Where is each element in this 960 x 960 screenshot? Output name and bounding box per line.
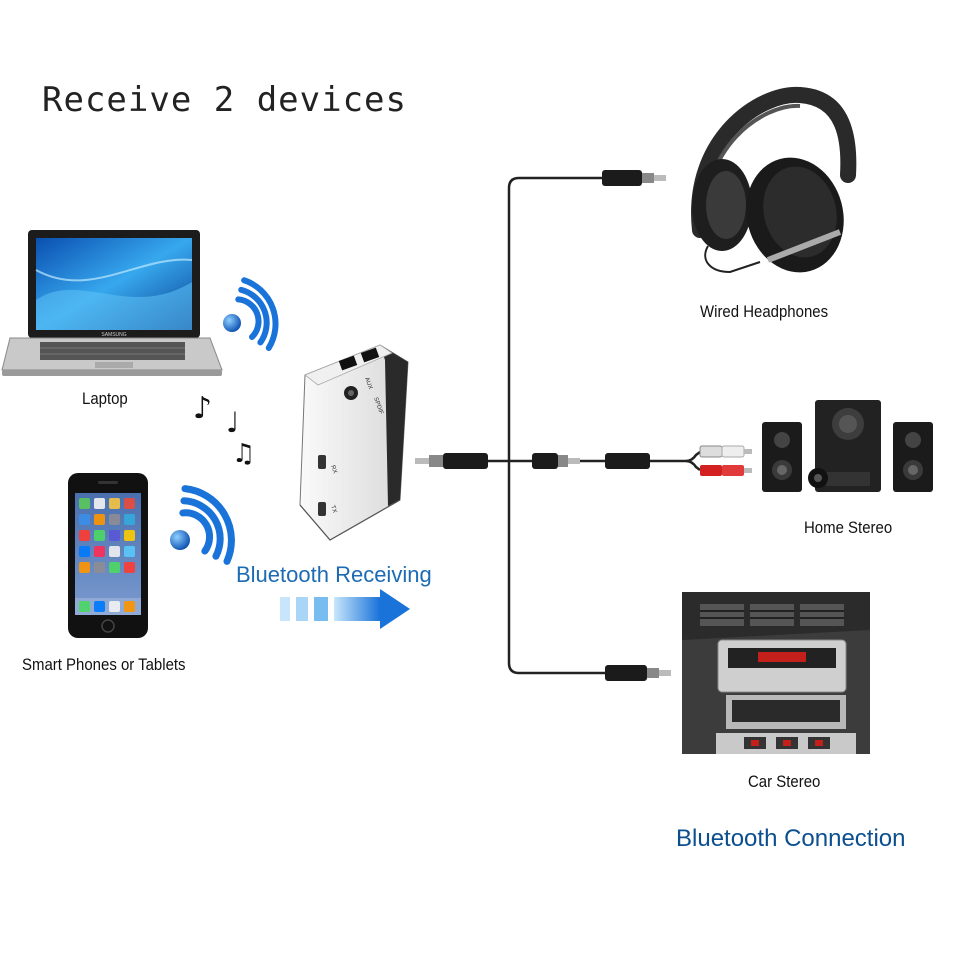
cable-lines [488,176,701,675]
laptop-brand-label: SAMSUNG [101,332,126,338]
direction-arrow-icon [280,589,410,629]
music-notes-icon: ♫ [232,439,255,469]
bluetooth-adapter-icon [299,344,409,541]
smartphone-label: Smart Phones or Tablets [22,655,186,674]
home-stereo-label: Home Stereo [804,518,893,537]
bluetooth-receiving-label: Bluetooth Receiving [236,562,432,587]
music-clef-icon: ♩ [226,406,239,439]
audio-jack-icon-mid-left [532,453,580,469]
car-stereo-icon [682,592,870,754]
car-stereo-label: Car Stereo [748,772,821,791]
laptop-label: Laptop [82,389,128,408]
music-note-icon: ♪ [193,391,212,426]
audio-jack-icon-mid-right [605,453,650,469]
wifi-signal-icon-bottom [170,485,235,565]
audio-jack-icon-car [605,665,671,681]
home-stereo-icon [762,400,933,492]
headphones-label: Wired Headphones [700,302,829,321]
port-label-rx: RX [329,465,337,475]
port-label-spdif: SPDIF [372,397,384,416]
smartphone-icon [68,473,148,638]
wifi-signal-icon-top [223,277,279,351]
port-label-tx: TX [329,505,337,514]
rca-plug-icon [699,445,752,476]
audio-jack-icon-headphones [602,170,666,186]
page-title: Receive 2 devices [42,80,407,120]
headphones-icon [691,86,857,274]
bluetooth-connection-label: Bluetooth Connection [676,825,906,852]
laptop-icon [1,230,223,376]
audio-jack-icon-input [415,453,488,469]
port-label-aux: AUX [363,377,373,391]
